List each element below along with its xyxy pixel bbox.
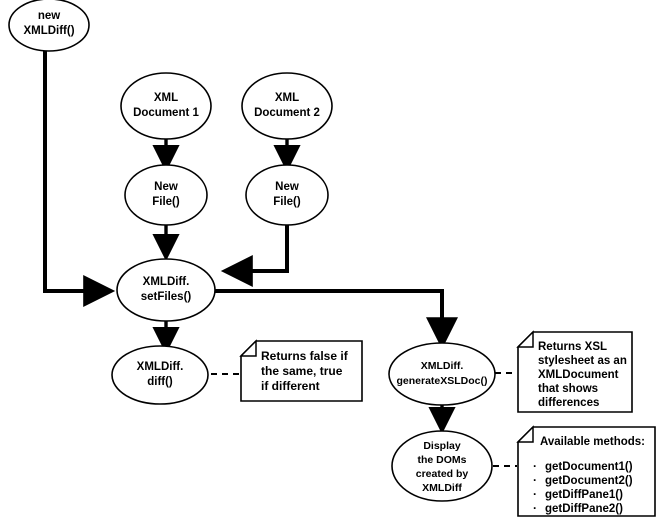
node-new-file-2[interactable]: New File() [245, 164, 329, 226]
node-display-doms-line-2: the DOMs [417, 454, 466, 466]
edge-new-xmldiff-to-setfiles [43, 50, 116, 307]
node-setfiles[interactable]: XMLDiff. setFiles() [116, 258, 216, 322]
node-display-doms-line-3: created by [416, 468, 469, 480]
note-diff-line-3: if different [261, 379, 320, 393]
node-setfiles-line-1: XMLDiff. [143, 276, 190, 288]
node-setfiles-line-2: setFiles() [141, 291, 192, 303]
note-xsl-line-1: Returns XSL [538, 341, 607, 353]
note-methods-bullet-3: · [533, 487, 537, 501]
node-new-xmldiff-line-2: XMLDiff() [23, 25, 74, 37]
node-new-xmldiff[interactable]: new XMLDiff() [8, 0, 90, 52]
note-xsl: Returns XSL stylesheet as an XMLDocument… [516, 330, 633, 413]
node-display-doms[interactable]: Display the DOMs created by XMLDiff [391, 430, 493, 502]
node-generate-xsl-doc-line-2: generateXSLDoc() [396, 375, 487, 387]
node-new-file-1[interactable]: New File() [124, 164, 208, 226]
node-xml-document-2-line-1: XML [275, 92, 299, 104]
note-methods-heading: Available methods: [540, 436, 645, 448]
node-diff-line-1: XMLDiff. [137, 361, 184, 373]
node-new-file-2-line-1: New [275, 181, 299, 193]
note-methods-bullet-2: · [533, 473, 537, 487]
note-xsl-line-3: XMLDocument [538, 369, 619, 381]
note-methods-item-3: getDiffPane1() [545, 489, 623, 501]
note-methods-bullet-4: · [533, 501, 537, 515]
note-methods-item-2: getDocument2() [545, 475, 633, 487]
node-generate-xsl-doc[interactable]: XMLDiff. generateXSLDoc() [388, 342, 496, 406]
node-new-file-2-line-2: File() [273, 196, 301, 208]
node-display-doms-line-1: Display [423, 440, 461, 452]
edge-setfiles-to-generatexsldoc [212, 289, 458, 350]
note-methods-bullet-1: · [533, 459, 537, 473]
note-methods-item-1: getDocument1() [545, 461, 633, 473]
note-xsl-line-5: differences [538, 397, 599, 409]
node-display-doms-line-4: XMLDiff [422, 482, 462, 494]
note-xsl-line-2: stylesheet as an [538, 355, 627, 367]
node-xml-document-2[interactable]: XML Document 2 [241, 72, 333, 140]
note-diff: Returns false if the same, true if diffe… [239, 339, 363, 402]
node-new-xmldiff-line-1: new [38, 10, 60, 22]
node-xml-document-1[interactable]: XML Document 1 [120, 72, 212, 140]
note-diff-line-1: Returns false if [261, 349, 349, 363]
node-xml-document-1-line-1: XML [154, 92, 178, 104]
node-diff-line-2: diff() [147, 376, 173, 388]
node-new-file-1-line-1: New [154, 181, 178, 193]
note-xsl-line-4: that shows [538, 383, 598, 395]
node-new-file-1-line-2: File() [152, 196, 180, 208]
node-generate-xsl-doc-line-1: XMLDiff. [421, 360, 464, 372]
note-methods-item-4: getDiffPane2() [545, 503, 623, 515]
node-diff[interactable]: XMLDiff. diff() [111, 345, 209, 405]
edge-newfile2-to-setfiles [220, 224, 289, 287]
node-xml-document-2-line-2: Document 2 [254, 107, 320, 119]
node-xml-document-1-line-2: Document 1 [133, 107, 199, 119]
note-diff-line-2: the same, true [261, 364, 343, 378]
note-methods: Available methods: · getDocument1() · ge… [516, 425, 656, 517]
